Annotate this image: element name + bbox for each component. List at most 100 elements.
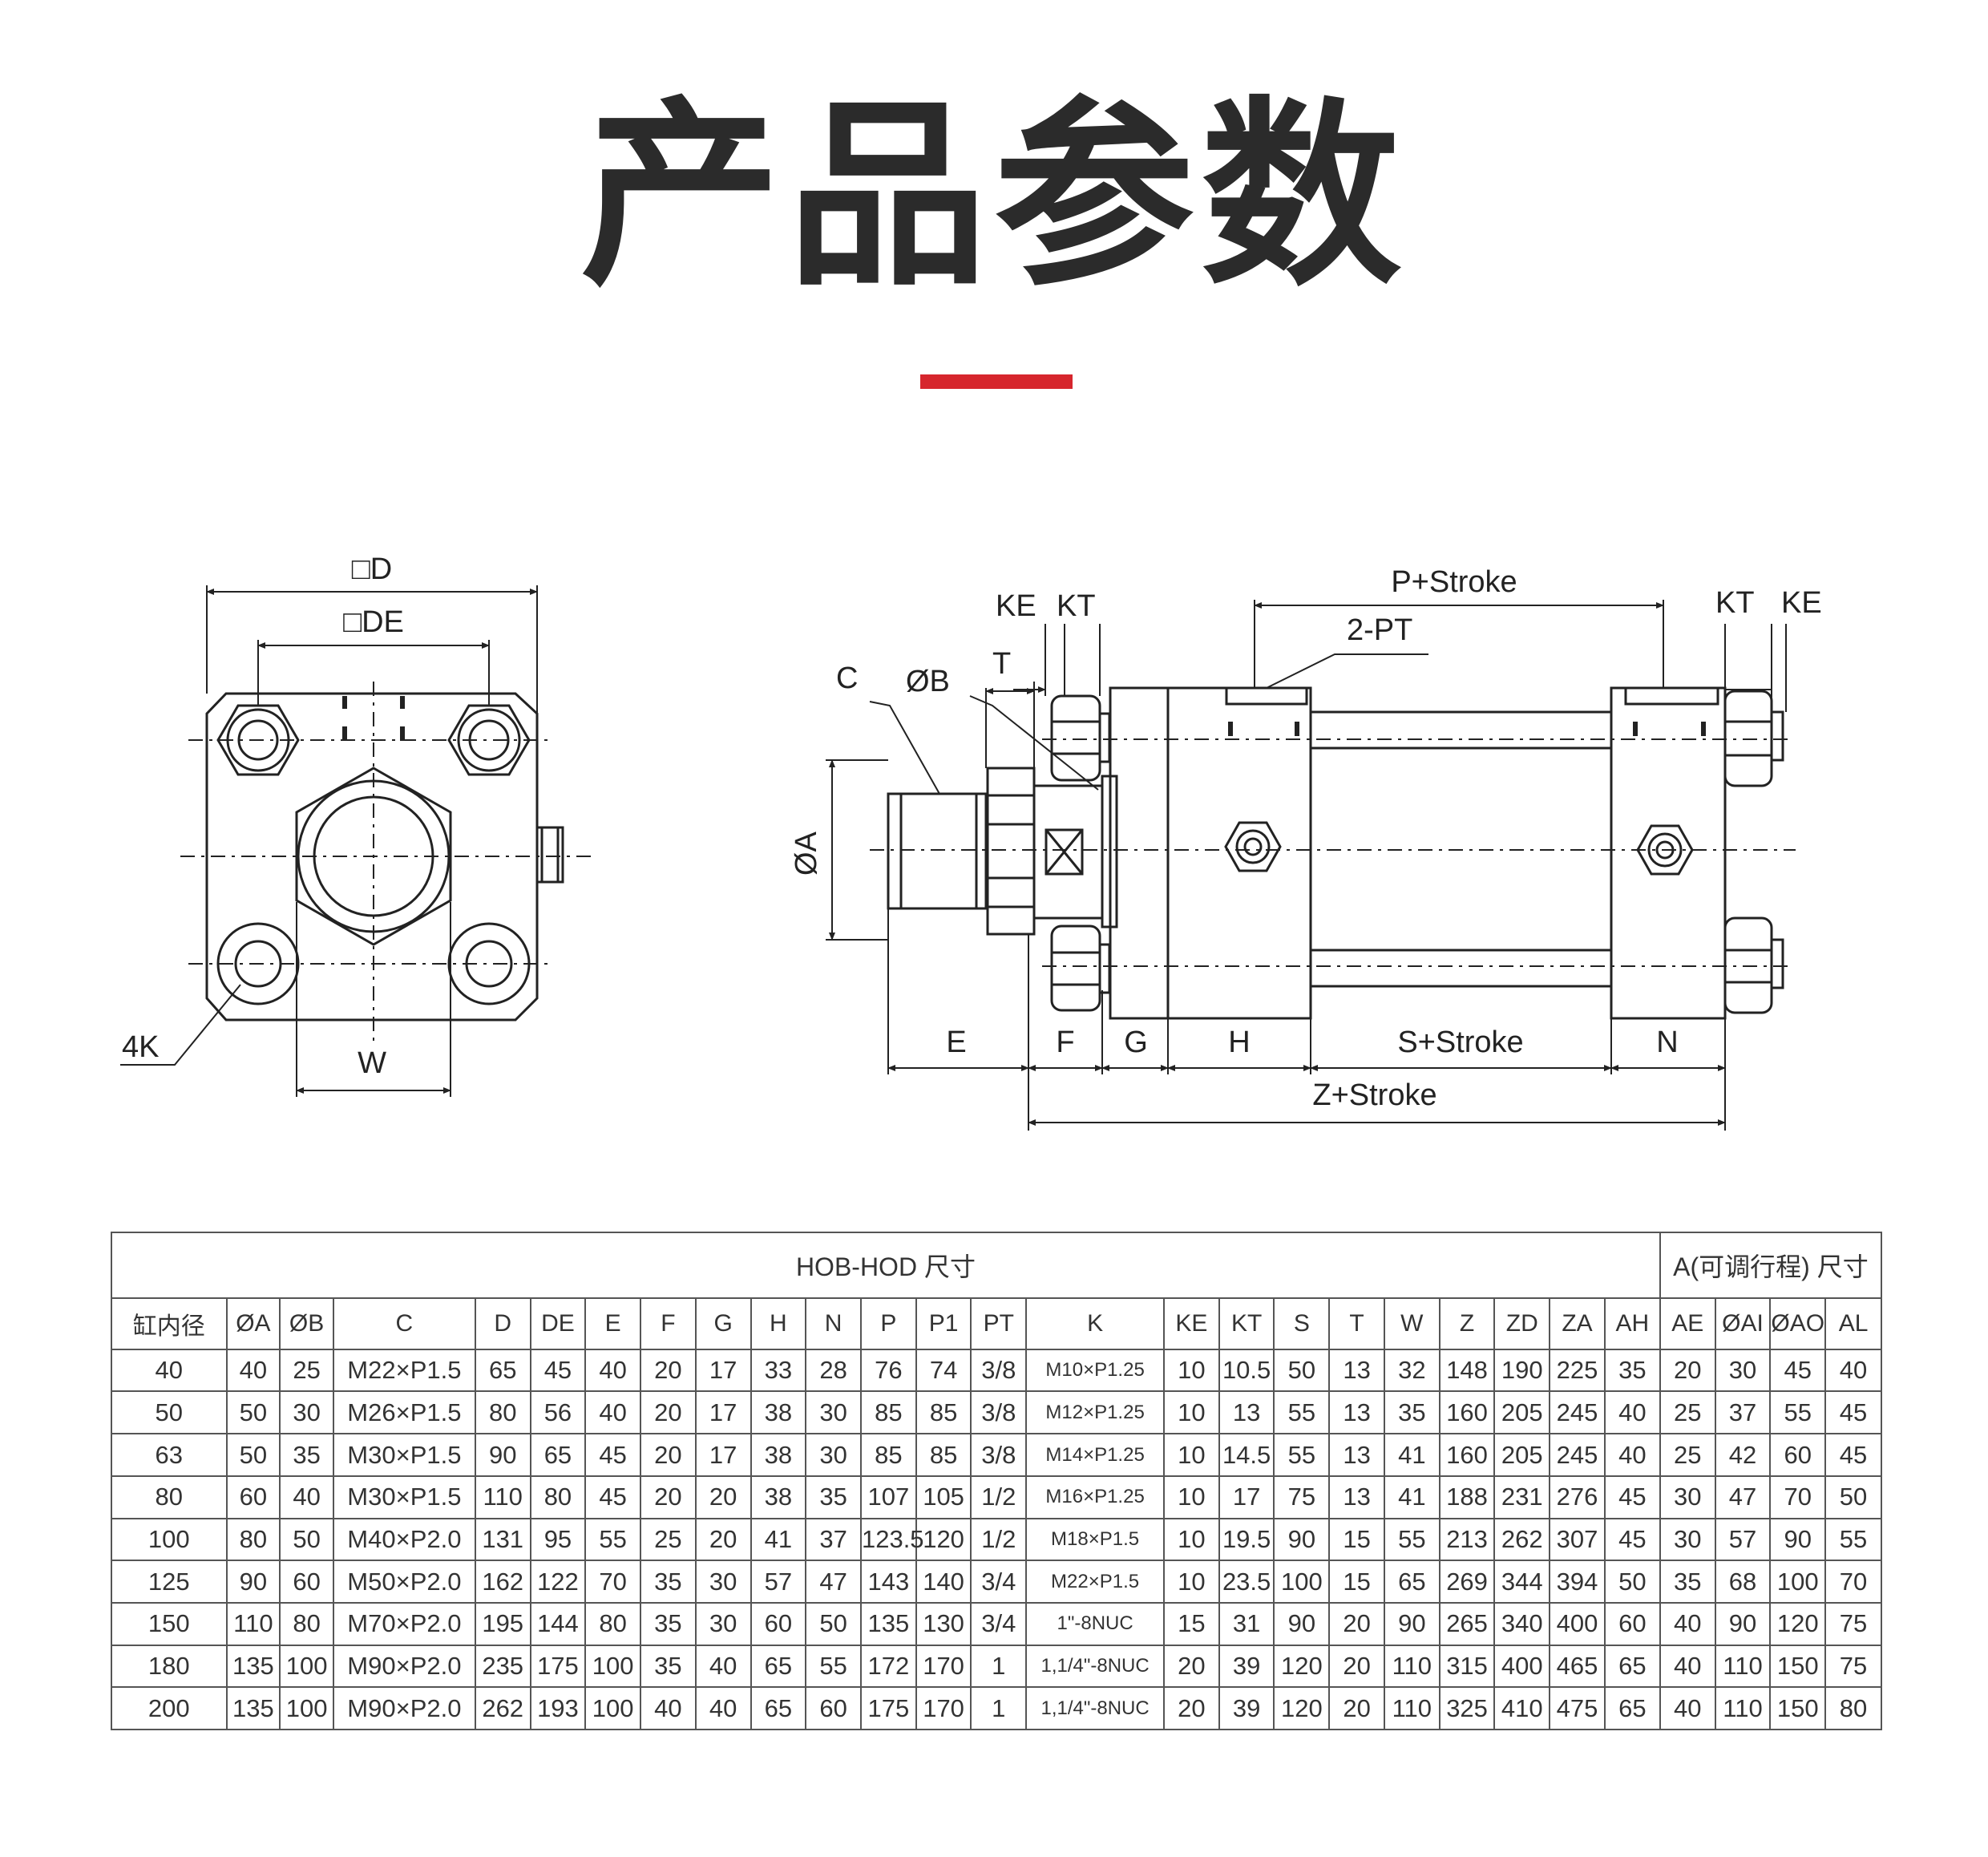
column-header: AL xyxy=(1824,1297,1882,1350)
table-cell: 30 xyxy=(694,1560,752,1604)
table-cell: 140 xyxy=(915,1560,972,1604)
table-cell: 45 xyxy=(1824,1390,1882,1435)
table-cell: 150 xyxy=(1769,1644,1827,1689)
table-cell: 80 xyxy=(225,1517,281,1562)
table-cell: 135 xyxy=(859,1601,917,1646)
table-cell: 3/8 xyxy=(970,1348,1028,1393)
column-header: KE xyxy=(1163,1297,1220,1350)
table-cell: 60 xyxy=(279,1560,334,1604)
front-view xyxy=(120,585,593,1097)
table-cell: 47 xyxy=(805,1560,862,1604)
table-cell: 1,1/4"-8NUC xyxy=(1025,1686,1166,1730)
table-cell: 74 xyxy=(915,1348,972,1393)
table-cell: 262 xyxy=(1493,1517,1551,1562)
table-cell: 41 xyxy=(1383,1475,1440,1519)
table-cell: 13 xyxy=(1328,1433,1385,1477)
table-cell: 47 xyxy=(1714,1475,1772,1519)
table-cell: 50 xyxy=(1603,1560,1661,1604)
table-cell: 25 xyxy=(1659,1433,1716,1477)
label-w: W xyxy=(358,1046,386,1080)
table-cell: 100 xyxy=(584,1686,642,1730)
table-cell: 55 xyxy=(1273,1390,1331,1435)
table-cell: 75 xyxy=(1273,1475,1331,1519)
front-flange-outline xyxy=(205,692,539,1022)
table-cell: 3/4 xyxy=(970,1601,1028,1646)
table-cell: 20 xyxy=(640,1348,697,1393)
label-c: C xyxy=(836,661,858,695)
label-e: E xyxy=(946,1026,966,1059)
column-header: D xyxy=(474,1297,531,1350)
table-cell: 70 xyxy=(584,1560,642,1604)
table-cell: 100 xyxy=(1769,1560,1827,1604)
table-cell: 123.5 xyxy=(859,1517,924,1562)
table-cell: 35 xyxy=(640,1644,697,1689)
table-cell: 188 xyxy=(1438,1475,1496,1519)
column-header: AH xyxy=(1603,1297,1661,1350)
table-cell: 40 xyxy=(111,1348,228,1393)
table-cell: 107 xyxy=(859,1475,917,1519)
table-cell: 65 xyxy=(1603,1644,1661,1689)
table-cell: 35 xyxy=(279,1433,334,1477)
table-cell: 70 xyxy=(1769,1475,1827,1519)
table-cell: 13 xyxy=(1218,1390,1275,1435)
table-cell: 19.5 xyxy=(1218,1517,1275,1562)
table-cell: 65 xyxy=(474,1348,531,1393)
column-header: K xyxy=(1025,1297,1166,1350)
column-header: ØAI xyxy=(1714,1297,1772,1350)
table-cell: 80 xyxy=(474,1390,531,1435)
table-cell: 35 xyxy=(805,1475,862,1519)
table-cell: 20 xyxy=(640,1433,697,1477)
table-cell: 100 xyxy=(111,1517,228,1562)
table-cell: 3/8 xyxy=(970,1390,1028,1435)
column-header: E xyxy=(584,1297,642,1350)
table-cell: 25 xyxy=(279,1348,334,1393)
table-cell: 40 xyxy=(1824,1348,1882,1393)
table-cell: 150 xyxy=(1769,1686,1827,1730)
table-cell: 10 xyxy=(1163,1560,1220,1604)
table-cell: 56 xyxy=(529,1390,587,1435)
table-cell: 14.5 xyxy=(1218,1433,1275,1477)
column-header: S xyxy=(1273,1297,1331,1350)
table-cell: 55 xyxy=(1824,1517,1882,1562)
label-oa: ØA xyxy=(790,831,823,876)
table-cell: 90 xyxy=(225,1560,281,1604)
column-header: H xyxy=(750,1297,807,1350)
table-cell: 20 xyxy=(640,1390,697,1435)
table-cell: 40 xyxy=(1603,1433,1661,1477)
table-group-header-row: HOB-HOD 尺寸 A(可调行程) 尺寸 xyxy=(111,1232,1883,1299)
table-cell: M10×P1.25 xyxy=(1025,1348,1166,1393)
table-cell: 38 xyxy=(750,1475,807,1519)
column-header: G xyxy=(694,1297,752,1350)
table-cell: 68 xyxy=(1714,1560,1772,1604)
table-cell: 122 xyxy=(529,1560,587,1604)
table-cell: 45 xyxy=(1769,1348,1827,1393)
table-cell: 40 xyxy=(694,1686,752,1730)
table-cell: 170 xyxy=(915,1644,972,1689)
table-cell: 100 xyxy=(1273,1560,1331,1604)
table-cell: 65 xyxy=(1383,1560,1440,1604)
table-cell: 135 xyxy=(225,1686,281,1730)
table-cell: 17 xyxy=(694,1348,752,1393)
table-cell: 25 xyxy=(640,1517,697,1562)
table-cell: 60 xyxy=(1603,1601,1661,1646)
table-cell: 10 xyxy=(1163,1433,1220,1477)
table-cell: 231 xyxy=(1493,1475,1551,1519)
table-cell: 39 xyxy=(1218,1686,1275,1730)
table-cell: 400 xyxy=(1493,1644,1551,1689)
label-box-de: □DE xyxy=(343,605,404,639)
rod-wrench-flat xyxy=(1032,784,1104,920)
label-h: H xyxy=(1228,1026,1250,1059)
table-cell: 1/2 xyxy=(970,1475,1028,1519)
table-cell: 50 xyxy=(279,1517,334,1562)
table-cell: 80 xyxy=(584,1601,642,1646)
table-cell: 400 xyxy=(1549,1601,1606,1646)
table-cell: 57 xyxy=(1714,1517,1772,1562)
table-cell: 105 xyxy=(915,1475,972,1519)
table-cell: 70 xyxy=(1824,1560,1882,1604)
table-cell: M90×P2.0 xyxy=(332,1644,476,1689)
table-cell: 200 xyxy=(111,1686,228,1730)
table-cell: 120 xyxy=(1273,1644,1331,1689)
